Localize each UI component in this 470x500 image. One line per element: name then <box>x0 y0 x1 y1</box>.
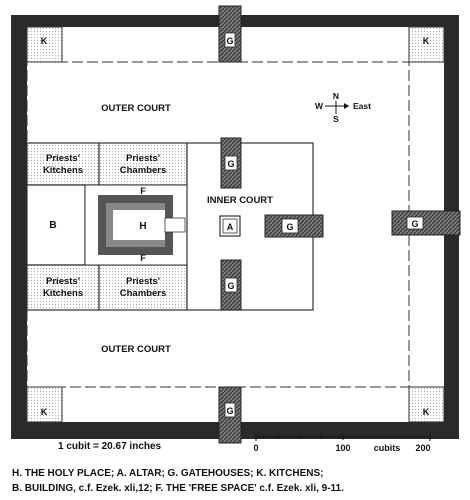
compass-s: S <box>333 114 339 124</box>
kitchen-top-right <box>408 26 445 63</box>
gatehouse-outer-east <box>391 210 461 236</box>
priests-chambers-top-label-2: Chambers <box>120 165 166 176</box>
altar <box>219 215 241 237</box>
kitchen-label-top-left: K <box>41 36 48 46</box>
gatehouse-inner-east <box>264 214 324 238</box>
gate-label-outer-east: G <box>411 219 418 229</box>
holy-place-inner <box>106 203 165 247</box>
west-block <box>26 142 188 311</box>
priests-chambers-bottom-label-1: Priests' <box>126 276 160 287</box>
kitchen-bottom-left <box>26 386 63 423</box>
building-label: B <box>49 220 56 231</box>
kitchen-label-bottom-left: K <box>41 407 48 417</box>
gatehouse-inner-south <box>220 259 242 311</box>
legend-line-2: B. BUILDING, c.f. Ezek. xli,12; F. THE '… <box>12 483 344 494</box>
scale-zero: 0 <box>253 443 258 453</box>
inner-court-label: INNER COURT <box>207 195 273 206</box>
gate-label-inner-north: G <box>227 159 234 169</box>
kitchen-top-left <box>26 26 63 63</box>
priests-kitchens-bottom-label-2: Kitchens <box>43 288 83 299</box>
gate-label-outer-north: G <box>226 36 233 46</box>
priests-chambers-bottom-label-2: Chambers <box>120 288 166 299</box>
priests-chambers-top-label-1: Priests' <box>126 153 160 164</box>
compass-n: N <box>333 91 339 101</box>
compass-rose: N S W East <box>315 91 371 124</box>
gatehouse-inner-north <box>220 137 242 189</box>
compass-e: East <box>353 101 371 111</box>
priests-chambers-top <box>98 142 188 186</box>
gate-label-inner-south: G <box>227 281 234 291</box>
legend-line-1: H. THE HOLY PLACE; A. ALTAR; G. GATEHOUS… <box>12 468 324 479</box>
free-space-label-bottom: F <box>140 253 146 263</box>
compass-w: W <box>315 101 324 111</box>
scale-hundred: 100 <box>335 443 350 453</box>
holy-place-label: H <box>139 221 146 232</box>
scale-unit: cubits <box>374 443 401 453</box>
gatehouses <box>218 5 461 444</box>
kitchen-bottom-right <box>408 386 445 423</box>
compass-east-arrow <box>344 103 349 109</box>
free-space-label-top: F <box>140 186 146 196</box>
gatehouse-outer-south <box>218 386 242 444</box>
priests-chambers-bottom <box>98 264 188 311</box>
priests-kitchens-top-label-2: Kitchens <box>43 165 83 176</box>
outer-court-label-bottom: OUTER COURT <box>101 344 171 355</box>
cubit-note: 1 cubit = 20.67 inches <box>58 441 162 452</box>
priests-kitchens-top-label-1: Priests' <box>46 153 80 164</box>
scale-bar: 0 100 cubits 200 <box>253 433 431 453</box>
kitchen-label-top-right: K <box>423 36 430 46</box>
scale-two-hundred: 200 <box>415 443 430 453</box>
priests-kitchens-top <box>26 142 100 186</box>
gate-label-outer-south: G <box>226 406 233 416</box>
priests-kitchens-bottom <box>26 264 100 311</box>
kitchen-label-bottom-right: K <box>423 407 430 417</box>
gatehouse-outer-north <box>218 5 242 63</box>
gate-label-inner-east: G <box>286 222 293 232</box>
corner-kitchens <box>26 26 445 423</box>
outer-court-label-top: OUTER COURT <box>101 103 171 114</box>
priests-kitchens-bottom-label-1: Priests' <box>46 276 80 287</box>
altar-label: A <box>227 222 234 232</box>
holy-place-walls <box>98 195 173 255</box>
